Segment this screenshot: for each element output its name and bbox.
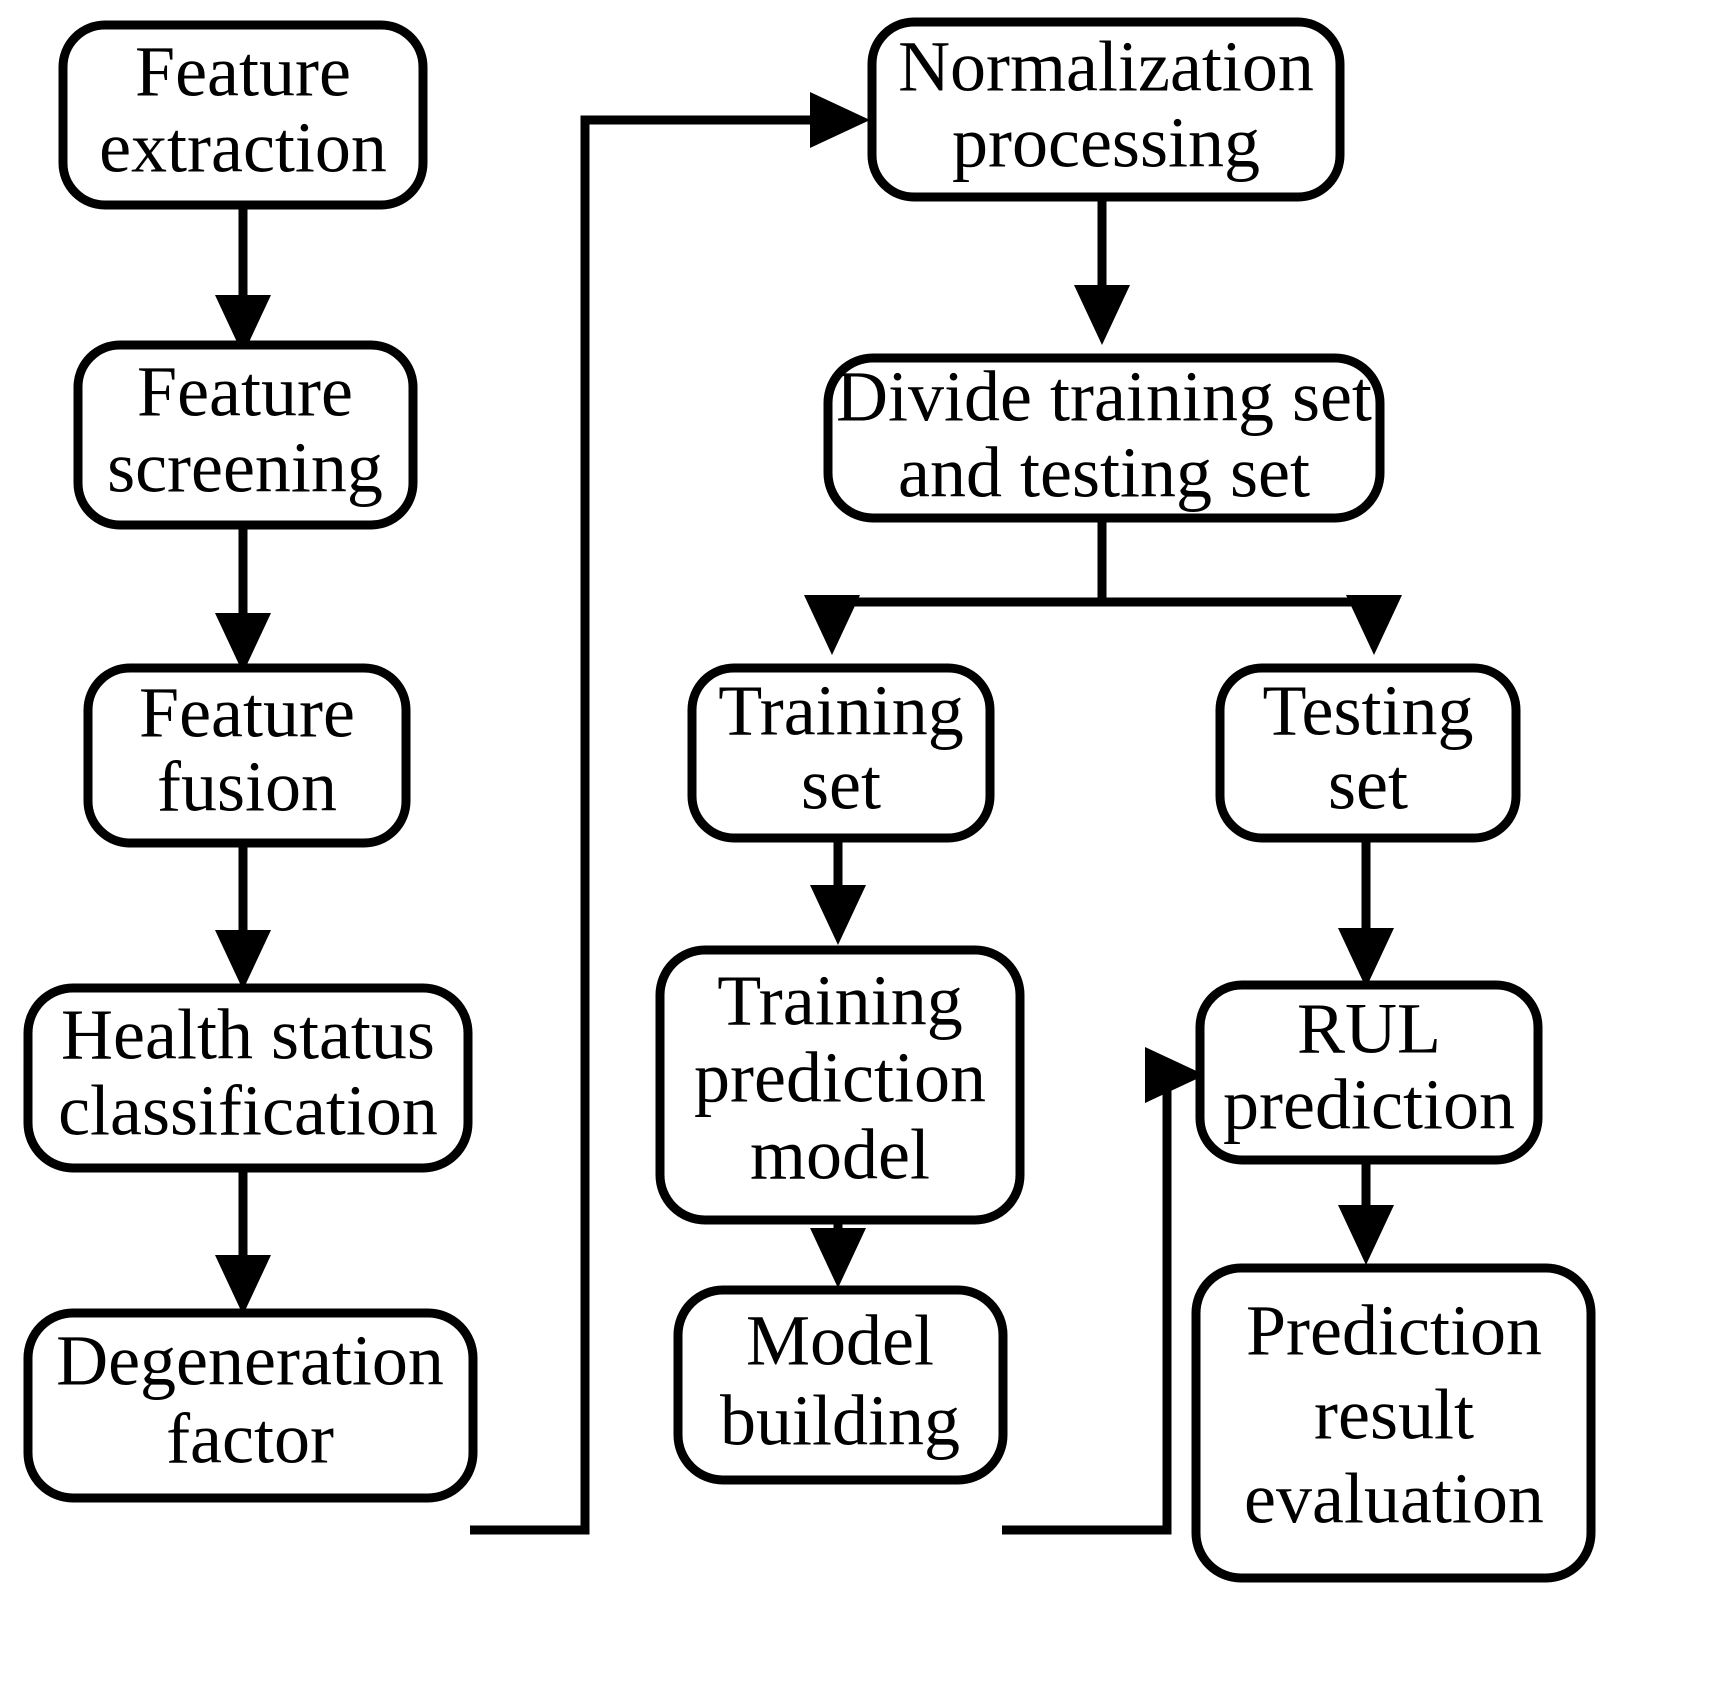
edge-feature-fusion-to-health-status-classification	[215, 840, 271, 990]
node-prediction-result-evaluation[interactable]: Prediction result evaluation	[1191, 1263, 1596, 1583]
node-feature-extraction-line2: extraction	[99, 108, 387, 188]
edge-training-prediction-model-to-model-building	[810, 1218, 866, 1288]
edge-degeneration-factor-to-normalization-processing	[470, 92, 870, 1535]
node-degeneration-factor[interactable]: Degeneration factor	[23, 1308, 478, 1503]
node-prediction-result-evaluation-line2: result	[1314, 1375, 1474, 1455]
node-testing-set-line1: Testing	[1263, 671, 1474, 751]
node-rul-prediction-box[interactable]	[1195, 980, 1543, 1165]
edge-divide-to-training-set	[804, 595, 860, 655]
node-model-building-line2: building	[720, 1381, 960, 1461]
node-feature-fusion[interactable]: Feature fusion	[83, 663, 411, 848]
node-health-status-classification-line1: Health status	[61, 995, 435, 1075]
node-divide-training-testing[interactable]: Divide training set and testing set	[823, 353, 1385, 523]
node-testing-set-line2: set	[1328, 745, 1408, 825]
node-prediction-result-evaluation-line1: Prediction	[1246, 1291, 1542, 1371]
node-prediction-result-evaluation-line3: evaluation	[1244, 1459, 1544, 1539]
node-divide-training-testing-line2: and testing set	[898, 433, 1310, 513]
node-training-set[interactable]: Training set	[687, 663, 995, 843]
edge-normalization-processing-to-divide-training-testing	[1074, 196, 1130, 345]
node-feature-extraction-line1: Feature	[135, 32, 351, 112]
node-training-prediction-model[interactable]: Training prediction model	[655, 945, 1025, 1225]
node-normalization-processing-box[interactable]	[867, 17, 1345, 202]
node-health-status-classification[interactable]: Health status classification	[23, 983, 473, 1173]
node-training-prediction-model-line1: Training	[717, 961, 962, 1041]
node-degeneration-factor-line2: factor	[166, 1399, 334, 1479]
node-degeneration-factor-box[interactable]	[23, 1308, 478, 1503]
node-training-prediction-model-line3: model	[750, 1115, 930, 1195]
node-normalization-processing[interactable]: Normalization processing	[867, 17, 1345, 202]
node-testing-set-box[interactable]	[1215, 663, 1521, 843]
node-divide-training-testing-line1: Divide training set	[836, 357, 1372, 437]
edge-model-building-to-rul-prediction	[1002, 1047, 1205, 1535]
node-feature-extraction-box[interactable]	[58, 20, 428, 210]
node-feature-extraction[interactable]: Feature extraction	[58, 20, 428, 210]
node-normalization-processing-line2: processing	[952, 103, 1260, 183]
edge-feature-extraction-to-feature-screening	[215, 205, 271, 355]
node-feature-fusion-line1: Feature	[139, 673, 355, 753]
node-divide-training-testing-box[interactable]	[823, 353, 1385, 523]
node-rul-prediction-line2: prediction	[1223, 1065, 1515, 1145]
node-health-status-classification-line2: classification	[58, 1071, 438, 1151]
edge-training-set-to-training-prediction-model	[810, 832, 866, 945]
node-model-building-line1: Model	[746, 1301, 934, 1381]
node-feature-screening-line1: Feature	[137, 352, 353, 432]
node-model-building[interactable]: Model building	[673, 1285, 1008, 1485]
edge-rul-prediction-to-prediction-result-evaluation	[1338, 1160, 1394, 1265]
edge-divide-split-bus	[828, 518, 1378, 607]
node-normalization-processing-line1: Normalization	[898, 27, 1314, 107]
edge-layer	[215, 92, 1402, 1535]
node-training-set-line1: Training	[718, 671, 963, 751]
node-feature-screening[interactable]: Feature screening	[73, 340, 418, 530]
node-layer: Feature extraction Feature screening Fea…	[23, 17, 1596, 1583]
edge-feature-screening-to-feature-fusion	[215, 523, 271, 673]
edge-divide-to-testing-set	[1346, 595, 1402, 655]
node-feature-fusion-box[interactable]	[83, 663, 411, 848]
node-health-status-classification-box[interactable]	[23, 983, 473, 1173]
node-training-set-box[interactable]	[687, 663, 995, 843]
node-feature-screening-box[interactable]	[73, 340, 418, 530]
node-rul-prediction-line1: RUL	[1297, 989, 1441, 1069]
node-training-prediction-model-line2: prediction	[694, 1038, 986, 1118]
edge-testing-set-to-rul-prediction	[1338, 832, 1394, 988]
node-feature-screening-line2: screening	[107, 428, 383, 508]
node-testing-set[interactable]: Testing set	[1215, 663, 1521, 843]
node-prediction-result-evaluation-box[interactable]	[1191, 1263, 1596, 1583]
node-model-building-box[interactable]	[673, 1285, 1008, 1485]
node-degeneration-factor-line1: Degeneration	[56, 1321, 444, 1401]
node-training-prediction-model-box[interactable]	[655, 945, 1025, 1225]
edge-health-status-classification-to-degeneration-factor	[215, 1165, 271, 1315]
node-feature-fusion-line2: fusion	[157, 747, 337, 827]
node-training-set-line2: set	[801, 745, 881, 825]
node-rul-prediction[interactable]: RUL prediction	[1195, 980, 1543, 1165]
